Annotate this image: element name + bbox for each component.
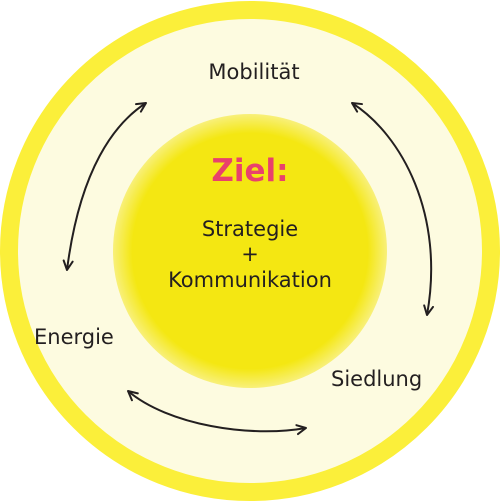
arrow-energie-siedlung [127, 390, 307, 436]
goal-strategy-text: Strategie [201, 217, 299, 241]
goal-communication-text: Kommunikation [168, 268, 332, 292]
node-label-mobilitaet: Mobilität [208, 60, 300, 84]
arrow-mobilitaet-siedlung [351, 102, 435, 316]
goal-title: Ziel: [211, 153, 289, 189]
inner-goal-circle [113, 114, 387, 388]
node-label-siedlung: Siedlung [331, 367, 423, 391]
arrow-mobilitaet-energie [62, 102, 147, 271]
node-label-energie: Energie [34, 325, 114, 349]
goal-plus-sign: + [241, 242, 259, 266]
